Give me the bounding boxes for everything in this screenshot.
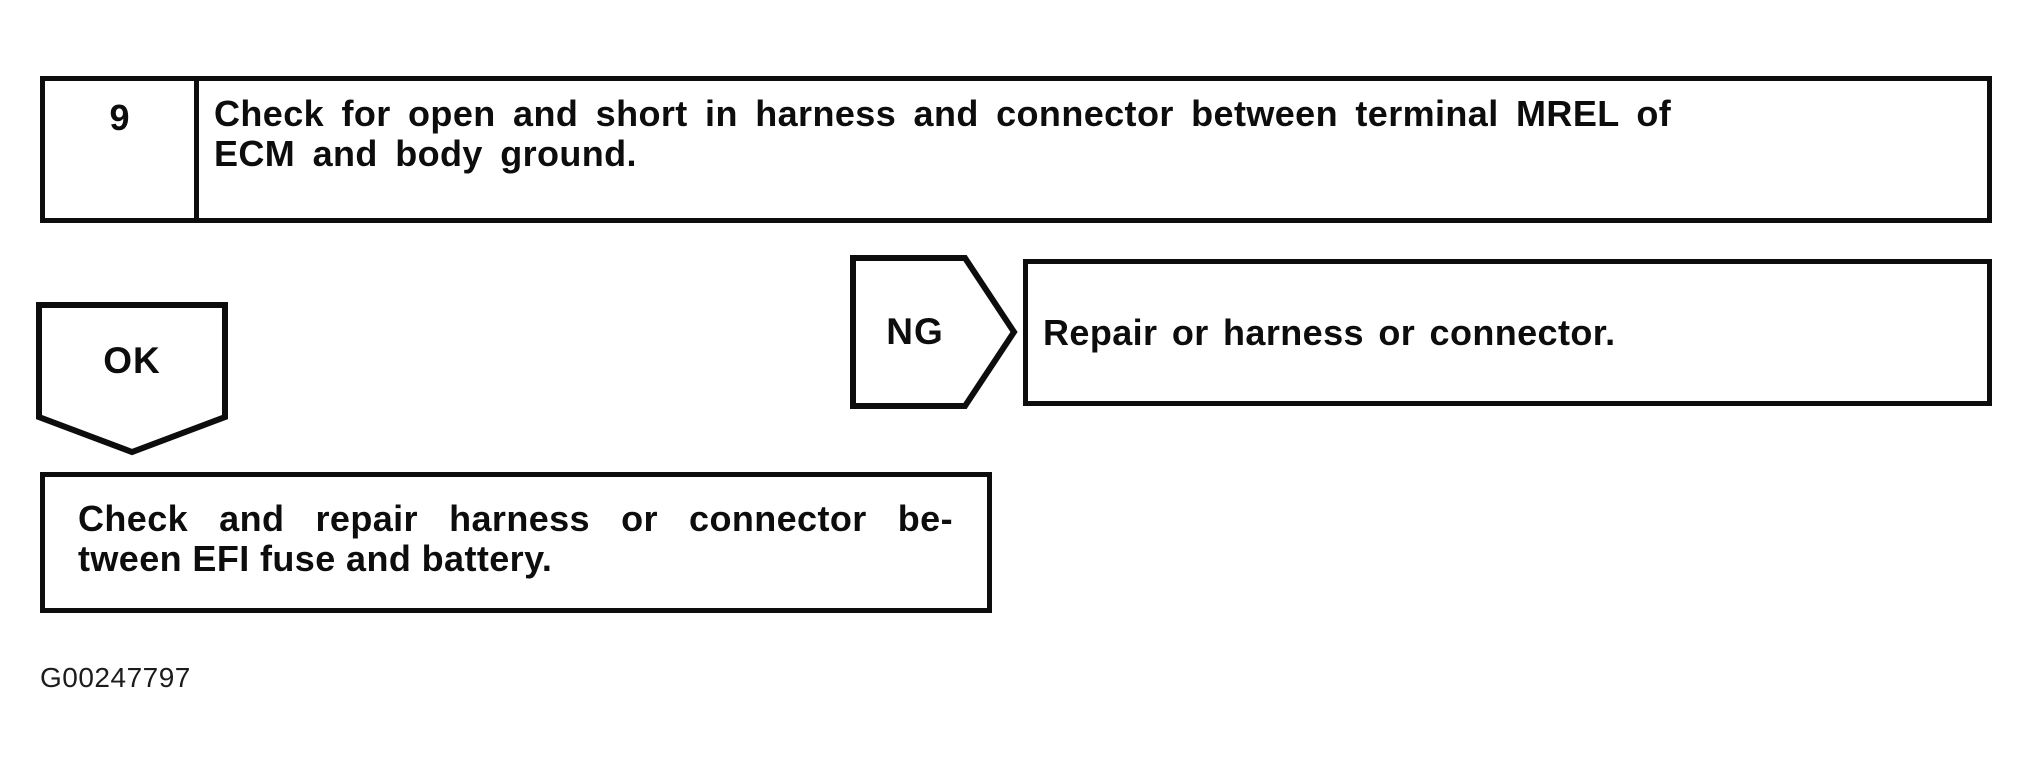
- ng-arrow-right-icon: [850, 255, 1018, 409]
- ng-result-box: Repair or harness or connector.: [1023, 259, 1992, 406]
- ok-arrow-down-icon: [36, 302, 228, 456]
- step-number-cell: 9: [45, 81, 199, 218]
- step-instruction-line-2: ECM and body ground.: [214, 133, 637, 174]
- step-box: 9 Check for open and short in harness an…: [40, 76, 1992, 223]
- ok-result-line-1: Check and repair harness or connector be…: [78, 498, 953, 539]
- step-instruction-line-1: Check for open and short in harness and …: [214, 93, 1672, 134]
- ng-result-text: Repair or harness or connector.: [1043, 311, 1616, 353]
- figure-code: G00247797: [40, 662, 191, 693]
- step-number: 9: [109, 97, 130, 138]
- step-instruction: Check for open and short in harness and …: [199, 81, 1987, 218]
- ng-branch-label: NG: [886, 311, 944, 352]
- ok-result-box: Check and repair harness or connector be…: [40, 472, 992, 613]
- ok-result-line-2: tween EFI fuse and battery.: [78, 538, 553, 579]
- ok-branch-label: OK: [103, 340, 161, 381]
